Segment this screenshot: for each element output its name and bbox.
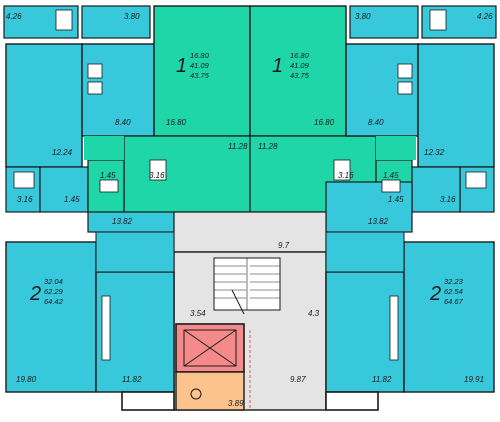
- area-3-54: 3.54: [190, 309, 206, 318]
- hall-bottom-right: [325, 231, 405, 273]
- rooms-count: 1: [272, 55, 283, 77]
- area-8-40-left: 8.40: [115, 118, 131, 127]
- machine-circle: [190, 388, 202, 400]
- area-16-80-right: 16.80: [314, 118, 335, 127]
- machine-room: [175, 371, 245, 411]
- area-3-89: 3.89: [228, 399, 244, 408]
- balcony-top-left-2: [81, 5, 151, 39]
- usable-area: 41.09: [290, 61, 310, 70]
- area-11-28-left: 11.28: [228, 142, 248, 151]
- unit-top-right: [325, 5, 497, 233]
- usable-area: 41.09: [190, 61, 210, 70]
- area-3-80-left: 3.80: [124, 12, 140, 21]
- area-19-80: 19.80: [16, 375, 37, 384]
- area-1-45-far-right: 1.45: [388, 195, 404, 204]
- area-11-82-right: 11.82: [372, 375, 392, 384]
- room-bottom-left-19-80: [5, 241, 97, 393]
- room-bottom-right-19-91: [403, 241, 495, 393]
- area-12-32: 12.32: [424, 148, 445, 157]
- area-19-91: 19.91: [464, 375, 484, 384]
- unit-summary-bottom-right: 2 32.23 62.54 64.67: [429, 277, 464, 306]
- balcony-top-right-2: [349, 5, 419, 39]
- fixtures: [13, 9, 487, 361]
- area-4-26-left: 4.26: [6, 12, 22, 21]
- usable-area: 62.54: [444, 287, 463, 296]
- total-area: 43.75: [290, 71, 310, 80]
- area-11-28-right: 11.28: [258, 142, 278, 151]
- area-11-82-left: 11.82: [122, 375, 142, 384]
- room-green-left: [153, 5, 251, 137]
- area-3-80-right: 3.80: [355, 12, 371, 21]
- total-area: 64.67: [444, 297, 464, 306]
- area-1-45-right: 1.45: [383, 171, 399, 180]
- room-left-12-24: [5, 43, 83, 168]
- area-12-24: 12.24: [52, 148, 73, 157]
- area-3-16-left: 3.16: [149, 171, 165, 180]
- area-13-82-left: 13.82: [112, 217, 133, 226]
- unit-bottom-left: [5, 231, 175, 393]
- area-labels: 4.26 3.80 3.80 4.26 8.40 16.80 16.80 8.4…: [6, 12, 493, 408]
- area-3-16-far-right: 3.16: [440, 195, 456, 204]
- unit-summary-top-left: 1 16.80 41.09 43.75: [176, 51, 210, 80]
- wc-left-1-45: [39, 166, 89, 213]
- rooms-count: 1: [176, 55, 187, 77]
- elevator-car: [183, 329, 237, 367]
- room-green-right: [249, 5, 347, 137]
- area-13-82-right: 13.82: [368, 217, 389, 226]
- living-area: 16.80: [190, 51, 210, 60]
- area-9-7: 9.7: [278, 241, 290, 250]
- area-4-3: 4.3: [308, 309, 320, 318]
- hall-bottom-left: [95, 231, 175, 273]
- area-1-45-far-left: 1.45: [64, 195, 80, 204]
- rooms-count: 2: [429, 283, 441, 305]
- total-area: 64.42: [44, 297, 64, 306]
- area-4-26-right: 4.26: [477, 12, 493, 21]
- usable-area: 62.29: [44, 287, 64, 296]
- core: [173, 211, 327, 411]
- living-area: 32.23: [444, 277, 464, 286]
- living-area: 32.04: [44, 277, 63, 286]
- corridor: [173, 211, 327, 253]
- living-area: 16.80: [290, 51, 310, 60]
- area-3-16-far-left: 3.16: [17, 195, 33, 204]
- unit-summary-bottom-left: 2 32.04 62.29 64.42: [29, 277, 64, 306]
- rooms-count: 2: [29, 283, 41, 305]
- total-area: 43.75: [190, 71, 210, 80]
- unit-bottom-right: [325, 231, 495, 393]
- area-1-45-left: 1.45: [100, 171, 116, 180]
- unit-summary-top-right: 1 16.80 41.09 43.75: [272, 51, 310, 80]
- wc-right-1-45: [411, 166, 461, 213]
- area-16-80-left: 16.80: [166, 118, 187, 127]
- area-8-40-right: 8.40: [368, 118, 384, 127]
- area-3-16-right: 3.16: [338, 171, 354, 180]
- area-9-87: 9.87: [290, 375, 306, 384]
- hall-green-left: [123, 135, 251, 213]
